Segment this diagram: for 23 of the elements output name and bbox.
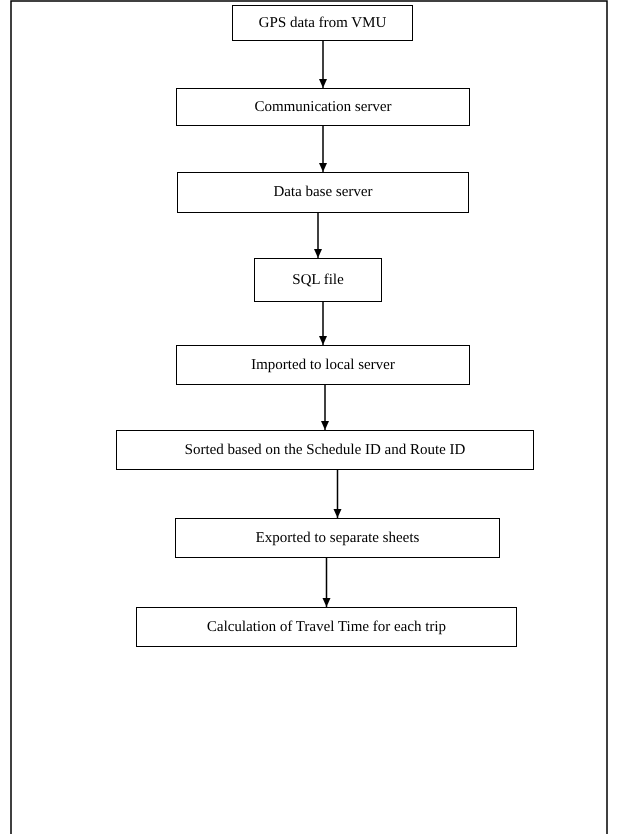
process-box xyxy=(232,5,413,41)
process-box xyxy=(176,345,470,385)
arrow xyxy=(314,213,322,258)
process-box xyxy=(176,88,470,126)
box-label: Imported to local server xyxy=(251,356,395,374)
box-label: Communication server xyxy=(254,98,392,116)
process-box xyxy=(177,172,469,213)
arrow xyxy=(334,470,342,518)
process-box xyxy=(254,258,382,302)
box-label: Calculation of Travel Time for each trip xyxy=(206,618,446,636)
box-label: Data base server xyxy=(273,184,373,201)
arrow xyxy=(321,385,329,430)
process-box xyxy=(175,518,500,558)
arrow xyxy=(319,41,327,88)
box-label: GPS data from VMU xyxy=(258,14,386,32)
arrow xyxy=(319,126,327,172)
arrow xyxy=(322,558,330,607)
arrow xyxy=(319,302,327,345)
process-box xyxy=(136,607,517,647)
box-label: Exported to separate sheets xyxy=(256,530,420,546)
box-label: Sorted based on the Schedule ID and Route ID xyxy=(184,442,466,458)
process-box xyxy=(116,430,534,470)
box-label: SQL file xyxy=(292,272,344,288)
